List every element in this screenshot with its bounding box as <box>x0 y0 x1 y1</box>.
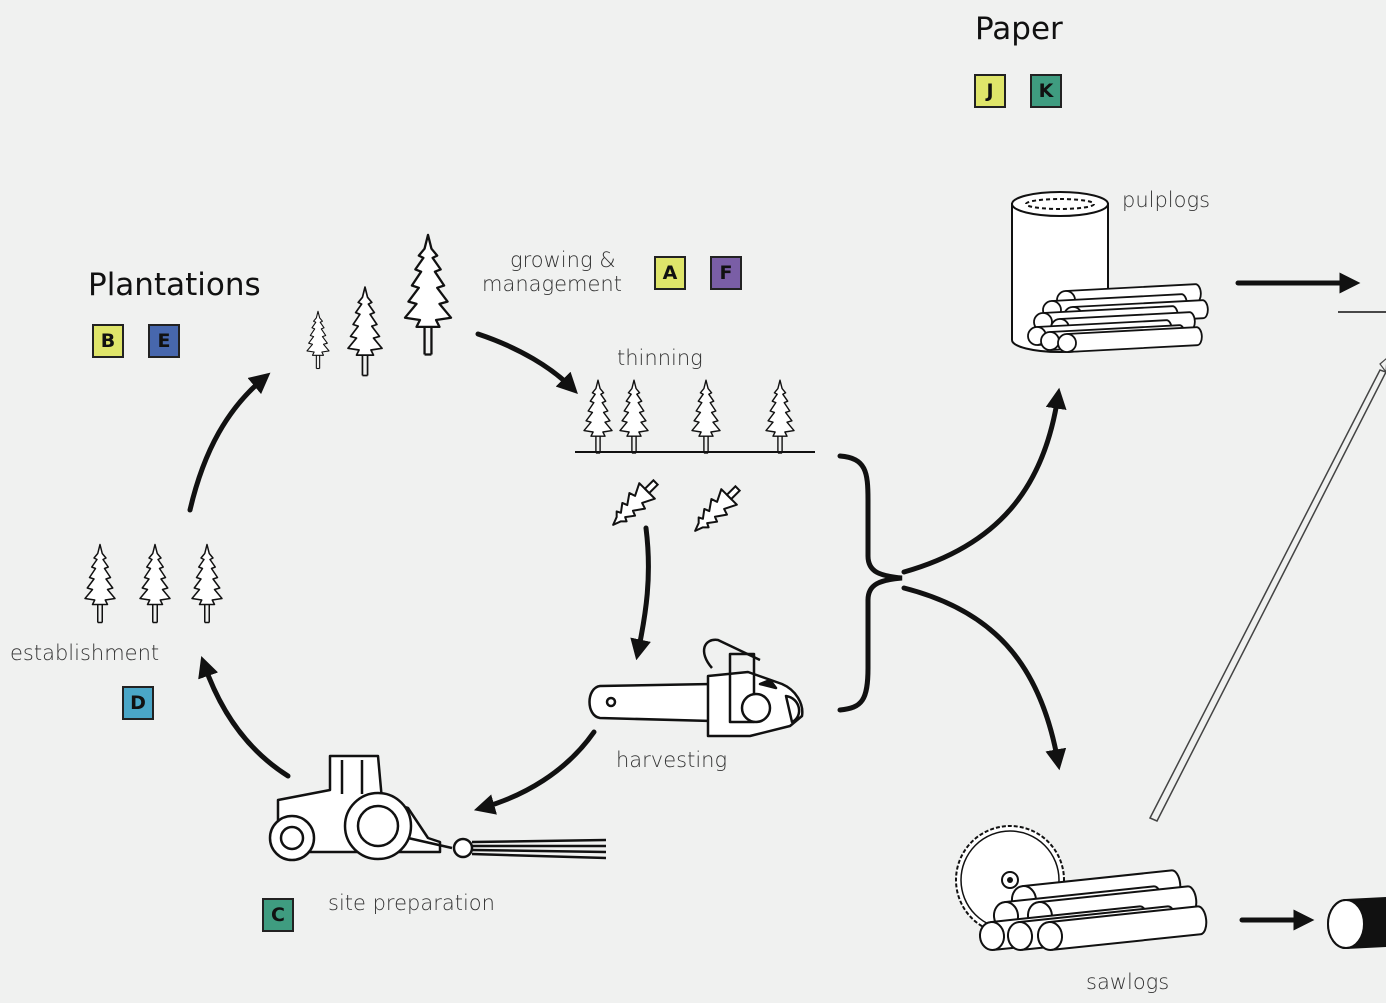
badge-j: J <box>974 74 1006 108</box>
tractor-icon <box>268 754 607 862</box>
thinning-label: thinning <box>617 346 703 370</box>
badge-k: K <box>1030 74 1062 108</box>
plantations-heading: Plantations <box>88 267 261 303</box>
arrow-establishment-to-growing <box>187 372 271 513</box>
growing-label-line1: growing & <box>510 248 616 272</box>
paper-heading: Paper <box>975 11 1063 47</box>
establishment-trees-icon <box>84 543 223 624</box>
chainsaw-icon <box>588 638 804 738</box>
arrow-to-pulplogs <box>901 387 1067 575</box>
badge-e: E <box>148 324 180 358</box>
badge-c: C <box>262 898 294 932</box>
badge-b: B <box>92 324 124 358</box>
badge-f: F <box>710 256 742 290</box>
site-preparation-label: site preparation <box>328 891 495 915</box>
sawlogs-label: sawlogs <box>1086 970 1170 994</box>
harvesting-label: harvesting <box>616 748 728 772</box>
right-edge-elements <box>1148 311 1386 950</box>
badge-a: A <box>654 256 686 290</box>
brace-icon <box>837 453 903 713</box>
product-arrows <box>901 272 1361 931</box>
arrow-growing-to-thinning <box>475 331 578 394</box>
arrow-thinning-to-harvesting <box>630 525 651 661</box>
growing-trees-icon <box>306 233 453 377</box>
badge-d: D <box>122 686 154 720</box>
arrow-harvesting-to-site-prep <box>473 729 597 815</box>
cycle-arrows <box>187 331 651 815</box>
arrow-site-prep-to-establishment <box>198 656 291 779</box>
growing-label-line2: management <box>482 272 622 296</box>
establishment-label: establishment <box>10 641 160 665</box>
pulplogs-label: pulplogs <box>1122 188 1211 212</box>
thinning-trees-icon <box>575 379 815 540</box>
arrow-to-sawlogs <box>901 585 1067 771</box>
